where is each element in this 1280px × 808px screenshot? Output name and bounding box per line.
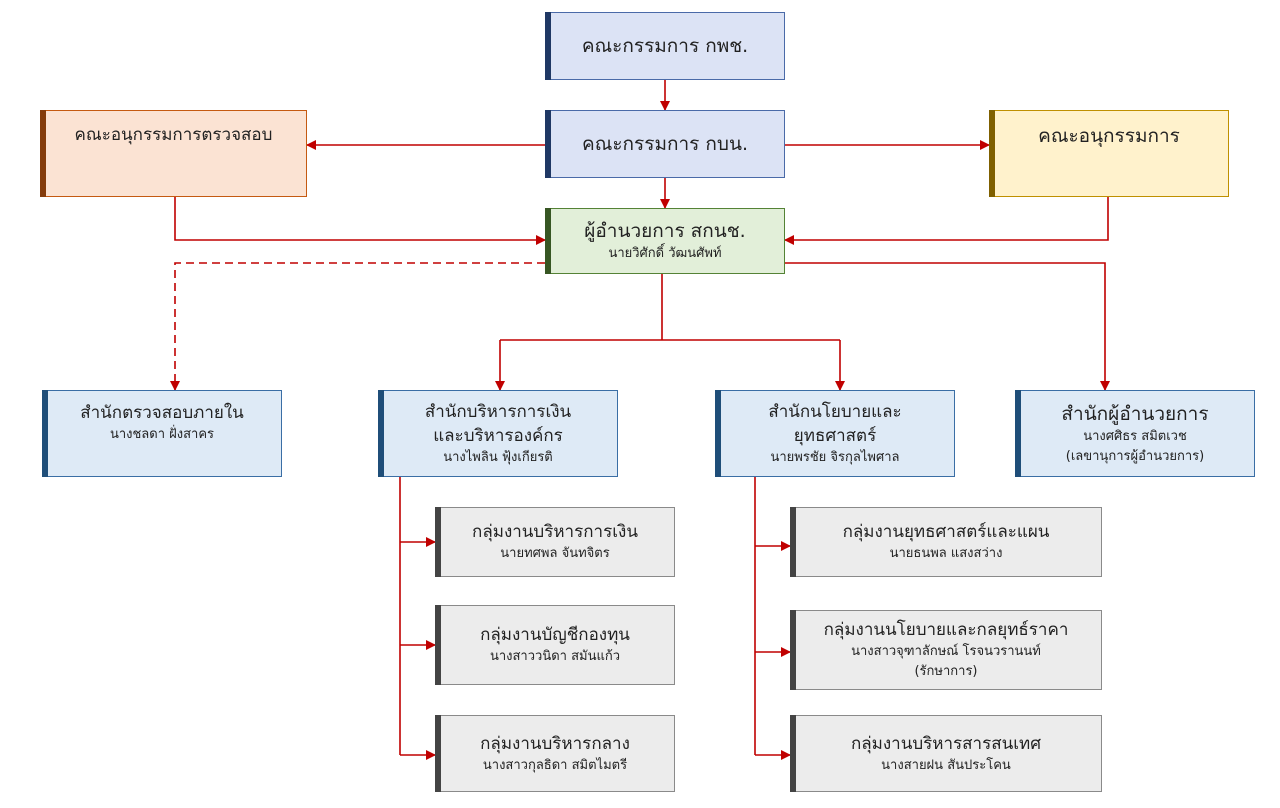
group-head: นายธนพล แสงสว่าง xyxy=(889,546,1003,561)
office-title: สำนักตรวจสอบภายใน xyxy=(80,403,244,423)
group-admin: กลุ่มงานบริหารกลางนางสาวกุลธิดา สมิตไมตร… xyxy=(435,715,675,792)
board-title: คณะกรรมการ กพช. xyxy=(581,35,749,57)
line-director-office xyxy=(785,262,1110,391)
line-dashed-internal-audit xyxy=(170,262,545,391)
subcommittee-box: คณะอนุกรรมการ xyxy=(989,110,1229,197)
group-accounting: กลุ่มงานบัญชีกองทุนนางสาววนิดา สมันแก้ว xyxy=(435,605,675,685)
committee-title: คณะกรรมการ กบน. xyxy=(582,133,748,155)
group-strategy: กลุ่มงานยุทธศาสตร์และแผนนายธนพล แสงสว่าง xyxy=(790,507,1102,577)
director-box: ผู้อำนวยการ สกนช. นายวิศักดิ์ วัฒนศัพท์ xyxy=(545,208,785,274)
office-title: สำนักนโยบายและ xyxy=(768,401,902,422)
office-title: สำนักบริหารการเงิน xyxy=(424,401,572,422)
committee-box: คณะกรรมการ กบน. xyxy=(545,110,785,178)
office-director: สำนักผู้อำนวยการนางศศิธร สมิตเวช (เลขานุก… xyxy=(1015,390,1255,477)
group-title: กลุ่มงานบัญชีกองทุน xyxy=(480,625,630,645)
office-policy: สำนักนโยบายและยุทธศาสตร์นายพรชัย จิรกุลไ… xyxy=(715,390,955,477)
audit-committee-title: คณะอนุกรรมการตรวจสอบ xyxy=(74,125,273,145)
office-head: นางชลดา ฝั่งสาคร xyxy=(109,427,215,442)
group-title: กลุ่มงานบริหารการเงิน xyxy=(472,522,638,542)
group-note: (รักษาการ) xyxy=(914,664,978,679)
office-head: นายพรชัย จิรกุลไพศาล xyxy=(770,449,900,465)
group-title: กลุ่มงานนโยบายและกลยุทธ์ราคา xyxy=(823,620,1069,640)
office-internal-audit: สำนักตรวจสอบภายในนางชลดา ฝั่งสาคร xyxy=(42,390,282,477)
group-head: นางสายฝน สันประโคน xyxy=(881,757,1011,773)
office-finance: สำนักบริหารการเงินและบริหารองค์กรนางไพลิ… xyxy=(378,390,618,477)
line-sub-director xyxy=(784,197,1109,245)
office-title: สำนักผู้อำนวยการ xyxy=(1061,402,1209,425)
office-head: นางศศิธร สมิตเวช xyxy=(1083,428,1187,444)
line-audit-director xyxy=(170,188,546,245)
office-note: (เลขานุการผู้อำนวยการ) xyxy=(1065,448,1205,464)
office-head: นางไพลิน ฟุ้งเกียรติ xyxy=(443,449,553,465)
line-director-trunk xyxy=(500,274,840,341)
group-title: กลุ่มงานบริหารกลาง xyxy=(480,733,630,754)
board-box: คณะกรรมการ กพช. xyxy=(545,12,785,80)
group-head: นางสาววนิดา สมันแก้ว xyxy=(489,649,621,664)
group-head: นางสาวกุลธิดา สมิตไมตรี xyxy=(482,757,628,773)
office-title-line2: และบริหารองค์กร xyxy=(433,425,563,446)
group-finance: กลุ่มงานบริหารการเงินนายทศพล จันทจิตร xyxy=(435,507,675,577)
director-name: นายวิศักดิ์ วัฒนศัพท์ xyxy=(608,246,722,261)
director-title: ผู้อำนวยการ สกนช. xyxy=(584,220,746,242)
group-head: นางสาวจุฑาลักษณ์ โรจนวรานนท์ xyxy=(851,644,1041,659)
group-title: กลุ่มงานยุทธศาสตร์และแผน xyxy=(842,522,1050,542)
group-head: นายทศพล จันทจิตร xyxy=(500,546,610,561)
group-it: กลุ่มงานบริหารสารสนเทศนางสายฝน สันประโคน xyxy=(790,715,1102,792)
office-title-line2: ยุทธศาสตร์ xyxy=(793,425,877,446)
group-pricing: กลุ่มงานนโยบายและกลยุทธ์ราคานางสาวจุฑาลั… xyxy=(790,610,1102,690)
audit-committee-box: คณะอนุกรรมการตรวจสอบ xyxy=(40,110,307,197)
group-title: กลุ่มงานบริหารสารสนเทศ xyxy=(850,733,1042,754)
subcommittee-title: คณะอนุกรรมการ xyxy=(1038,125,1180,147)
